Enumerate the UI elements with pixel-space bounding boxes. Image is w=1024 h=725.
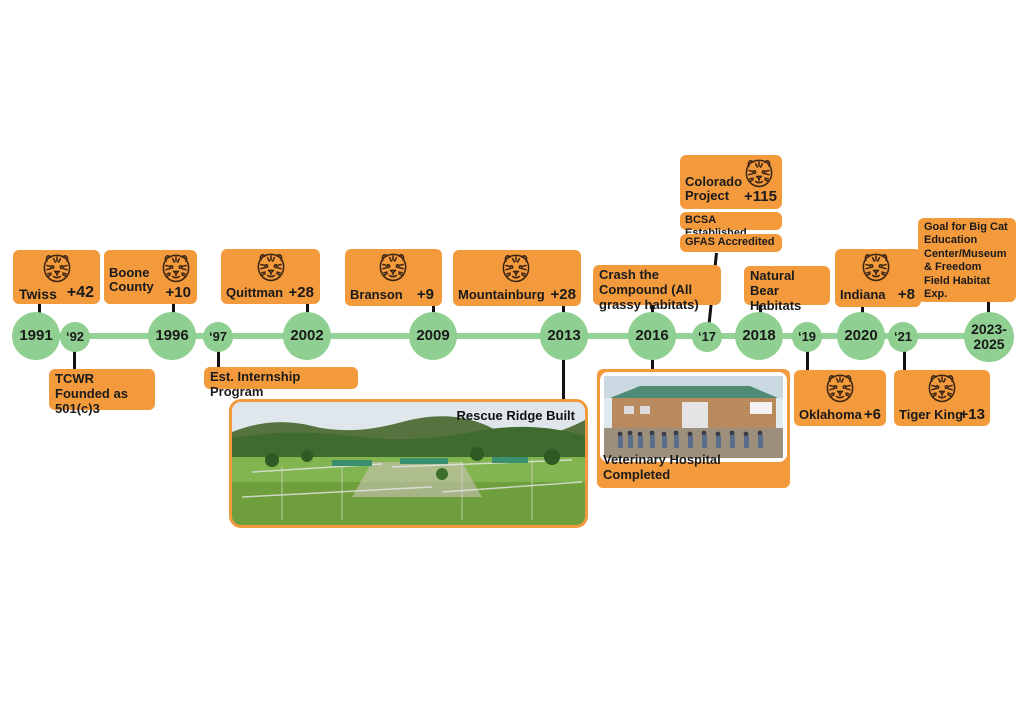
event-quittman: Quittman +28 xyxy=(221,249,320,304)
connector-2016-down xyxy=(651,358,654,372)
connector-92 xyxy=(73,348,76,370)
event-twiss-count: +42 xyxy=(66,284,94,301)
event-goal: Goal for Big Cat Education Center/Museum… xyxy=(918,218,1016,302)
tiger-head-icon xyxy=(499,252,533,284)
event-boone-count: +10 xyxy=(165,284,191,301)
event-internship: Est. Internship Program xyxy=(204,367,358,399)
tiger-head-icon xyxy=(925,372,959,404)
event-vet-hospital-label: Veterinary Hospital Completed xyxy=(603,452,721,483)
connector-97 xyxy=(217,348,220,368)
event-colorado-count: +115 xyxy=(744,188,777,205)
connector-1996 xyxy=(172,300,175,322)
year-node-2002: 2002 xyxy=(283,312,331,360)
year-node-1996: 1996 xyxy=(148,312,196,360)
year-node-1991: 1991 xyxy=(12,312,60,360)
event-branson-count: +9 xyxy=(416,286,434,303)
event-oklahoma: Oklahoma +6 xyxy=(794,370,886,426)
tiger-head-icon xyxy=(742,157,776,189)
connector-19 xyxy=(806,350,809,372)
event-tiger-king-count: +13 xyxy=(959,406,985,423)
connector-21 xyxy=(903,350,906,372)
event-indiana-name: Indiana xyxy=(840,287,886,302)
event-colorado-name: Colorado Project xyxy=(685,174,743,204)
rescue-ridge-label: Rescue Ridge Built xyxy=(456,408,575,423)
event-oklahoma-count: +6 xyxy=(863,406,881,423)
event-indiana: Indiana +8 xyxy=(835,249,921,307)
tiger-head-icon xyxy=(823,372,857,404)
tiger-head-icon xyxy=(40,252,74,284)
tiger-head-icon xyxy=(254,251,288,283)
event-mountainburg-name: Mountainburg xyxy=(458,287,545,302)
year-node-92: ‘92 xyxy=(60,322,90,352)
year-node-19: ‘19 xyxy=(792,322,822,352)
event-mountainburg: Mountainburg +28 xyxy=(453,250,581,306)
year-node-2013: 2013 xyxy=(540,312,588,360)
year-node-2009: 2009 xyxy=(409,312,457,360)
event-tcwr-founded: TCWR Founded as 501(c)3 xyxy=(49,369,155,416)
rescue-ridge-image xyxy=(232,402,585,525)
event-tiger-king-name: Tiger King xyxy=(899,407,964,422)
event-mountainburg-count: +28 xyxy=(550,286,576,303)
connector-2002 xyxy=(306,300,309,322)
rescue-ridge-photo: Rescue Ridge Built xyxy=(229,399,588,528)
year-node-21: ‘21 xyxy=(888,322,918,352)
tiger-head-icon xyxy=(159,252,193,284)
event-boone-name: Boone County xyxy=(109,265,154,295)
event-twiss: Twiss +42 xyxy=(13,250,100,304)
event-twiss-name: Twiss xyxy=(19,286,57,302)
year-node-17: ‘17 xyxy=(692,322,722,352)
event-indiana-count: +8 xyxy=(897,286,915,303)
event-boone-county: Boone County +10 xyxy=(104,250,197,304)
vet-hospital-image xyxy=(600,372,787,462)
tiger-head-icon xyxy=(859,251,893,283)
tiger-head-icon xyxy=(376,251,410,283)
year-node-2018: 2018 xyxy=(735,312,783,360)
event-oklahoma-name: Oklahoma xyxy=(799,407,862,422)
event-colorado: Colorado Project +115 xyxy=(680,155,782,209)
event-natural-bear: Natural Bear Habitats xyxy=(744,266,830,313)
year-node-2016: 2016 xyxy=(628,312,676,360)
year-node-2020: 2020 xyxy=(837,312,885,360)
connector-2013-down xyxy=(562,358,565,402)
year-node-97: ‘97 xyxy=(203,322,233,352)
event-quittman-count: +28 xyxy=(288,284,314,301)
event-gfas: GFAS Accredited xyxy=(680,234,782,252)
timeline-line xyxy=(30,333,990,339)
event-crash-compound: Crash the Compound (All grassy habitats) xyxy=(593,265,721,312)
year-node-2023: 2023-2025 xyxy=(964,312,1014,362)
connector-1991 xyxy=(38,300,41,322)
event-vet-hospital: Veterinary Hospital Completed xyxy=(597,369,790,488)
event-tiger-king: Tiger King +13 xyxy=(894,370,990,426)
event-bcsa: BCSA Established xyxy=(680,212,782,239)
event-branson: Branson +9 xyxy=(345,249,442,306)
event-branson-name: Branson xyxy=(350,287,403,302)
event-quittman-name: Quittman xyxy=(226,285,284,300)
